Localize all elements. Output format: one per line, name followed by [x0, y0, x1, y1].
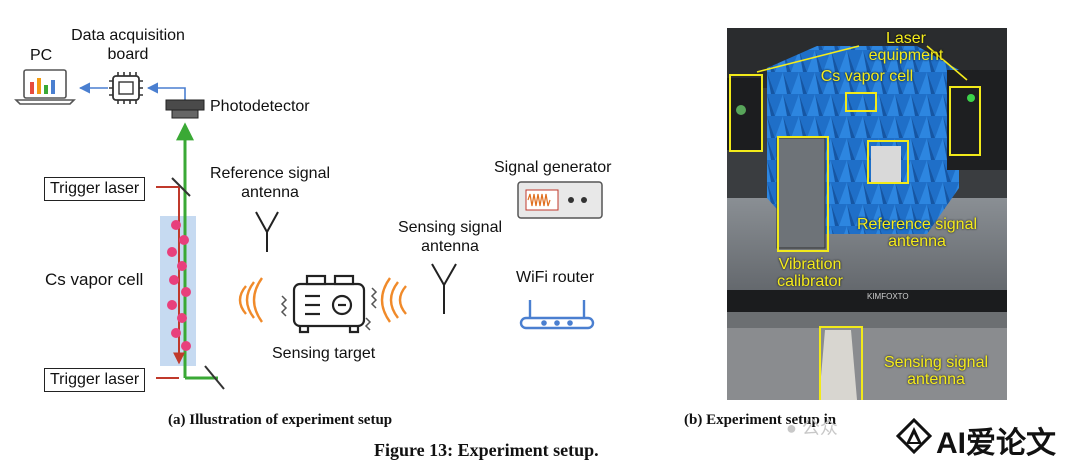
photodetector-label: Photodetector — [210, 98, 310, 115]
logo-text: AI爱论文 — [936, 427, 1056, 460]
cs-vapor-cell-box — [845, 92, 877, 112]
generator-icon — [292, 274, 366, 334]
vibration-left-icon — [280, 295, 288, 317]
laptop-icon — [14, 69, 76, 105]
reference-antenna-line2: antenna — [241, 184, 299, 201]
watermark: ● 公众 — [786, 414, 838, 440]
photo-sensing-line1: Sensing signal — [883, 354, 989, 371]
vibration-calibrator-box — [777, 136, 829, 252]
wave-left-icon — [238, 277, 263, 323]
caption-b: (b) Experiment setup in — [684, 412, 837, 428]
laser-equipment-right-box — [949, 86, 981, 156]
photo-cs-label: Cs vapor cell — [820, 68, 914, 85]
reference-antenna-label: Reference signal antenna — [200, 164, 340, 202]
sensing-antenna-label: Sensing signal antenna — [382, 218, 518, 256]
mirror-bottom — [204, 365, 225, 390]
trigger-laser-bottom-box: Trigger laser — [44, 368, 146, 392]
photo-plate-text: KIMFOXTO — [867, 292, 909, 301]
photo-laser-line2: equipment — [868, 47, 944, 64]
photo-arrows — [756, 45, 968, 81]
sensing-target-label: Sensing target — [272, 345, 376, 362]
wechat-icon: ● — [786, 418, 797, 438]
wifi-router-icon — [519, 300, 595, 330]
mirror-top — [171, 177, 191, 197]
wifi-router-label: WiFi router — [516, 269, 595, 286]
photo-reference-line2: antenna — [888, 233, 946, 250]
photo-vibration-line2: calibrator — [777, 273, 843, 290]
photo-reference-line1: Reference signal — [856, 216, 978, 233]
sensing-antenna-line2: antenna — [421, 238, 479, 255]
vibration-right-icon — [370, 287, 378, 309]
figure-caption: Figure 13: Experiment setup. — [374, 440, 599, 460]
sensing-antenna-icon — [431, 263, 457, 314]
pc-label: PC — [30, 47, 53, 64]
reference-antenna-icon — [255, 211, 279, 252]
signal-generator-icon — [517, 181, 603, 219]
photo-sensing-label: Sensing signal antenna — [871, 354, 1001, 388]
atoms — [167, 220, 191, 351]
wave-right-icon — [380, 277, 407, 323]
daq-label-line2: board — [107, 46, 149, 63]
logo-icon — [895, 417, 933, 455]
sensing-antenna-line1: Sensing signal — [397, 219, 503, 236]
signal-generator-label: Signal generator — [494, 159, 612, 176]
photo-vibration-label: Vibration calibrator — [767, 256, 853, 290]
photo-laser-label: Laser equipment — [841, 30, 971, 64]
photo-vibration-line1: Vibration — [778, 256, 842, 273]
laser-equipment-left-box — [729, 74, 763, 152]
daq-label-line1: Data acquisition — [71, 27, 185, 44]
caption-a: (a) Illustration of experiment setup — [168, 412, 393, 428]
photodetector-icon — [165, 99, 205, 119]
chip-icon — [109, 72, 143, 104]
photo-drawing — [727, 28, 1007, 400]
photo-sensing-line2: antenna — [907, 371, 965, 388]
experiment-photo: Laser equipment Cs vapor cell Reference … — [727, 28, 1007, 400]
daq-label: Data acquisition board — [62, 26, 194, 64]
watermark-text: 公众 — [801, 418, 838, 438]
arrow-detector-to-daq — [146, 82, 186, 100]
diagram-drawing — [14, 69, 603, 390]
cs-vapor-cell-label: Cs vapor cell — [45, 270, 144, 289]
sensing-antenna-box — [819, 326, 863, 400]
reference-antenna-box — [867, 140, 909, 184]
photo-reference-label: Reference signal antenna — [845, 216, 989, 250]
reference-antenna-line1: Reference signal — [209, 165, 331, 182]
photo-laser-line1: Laser — [885, 30, 927, 47]
trigger-laser-top-box: Trigger laser — [44, 177, 146, 201]
